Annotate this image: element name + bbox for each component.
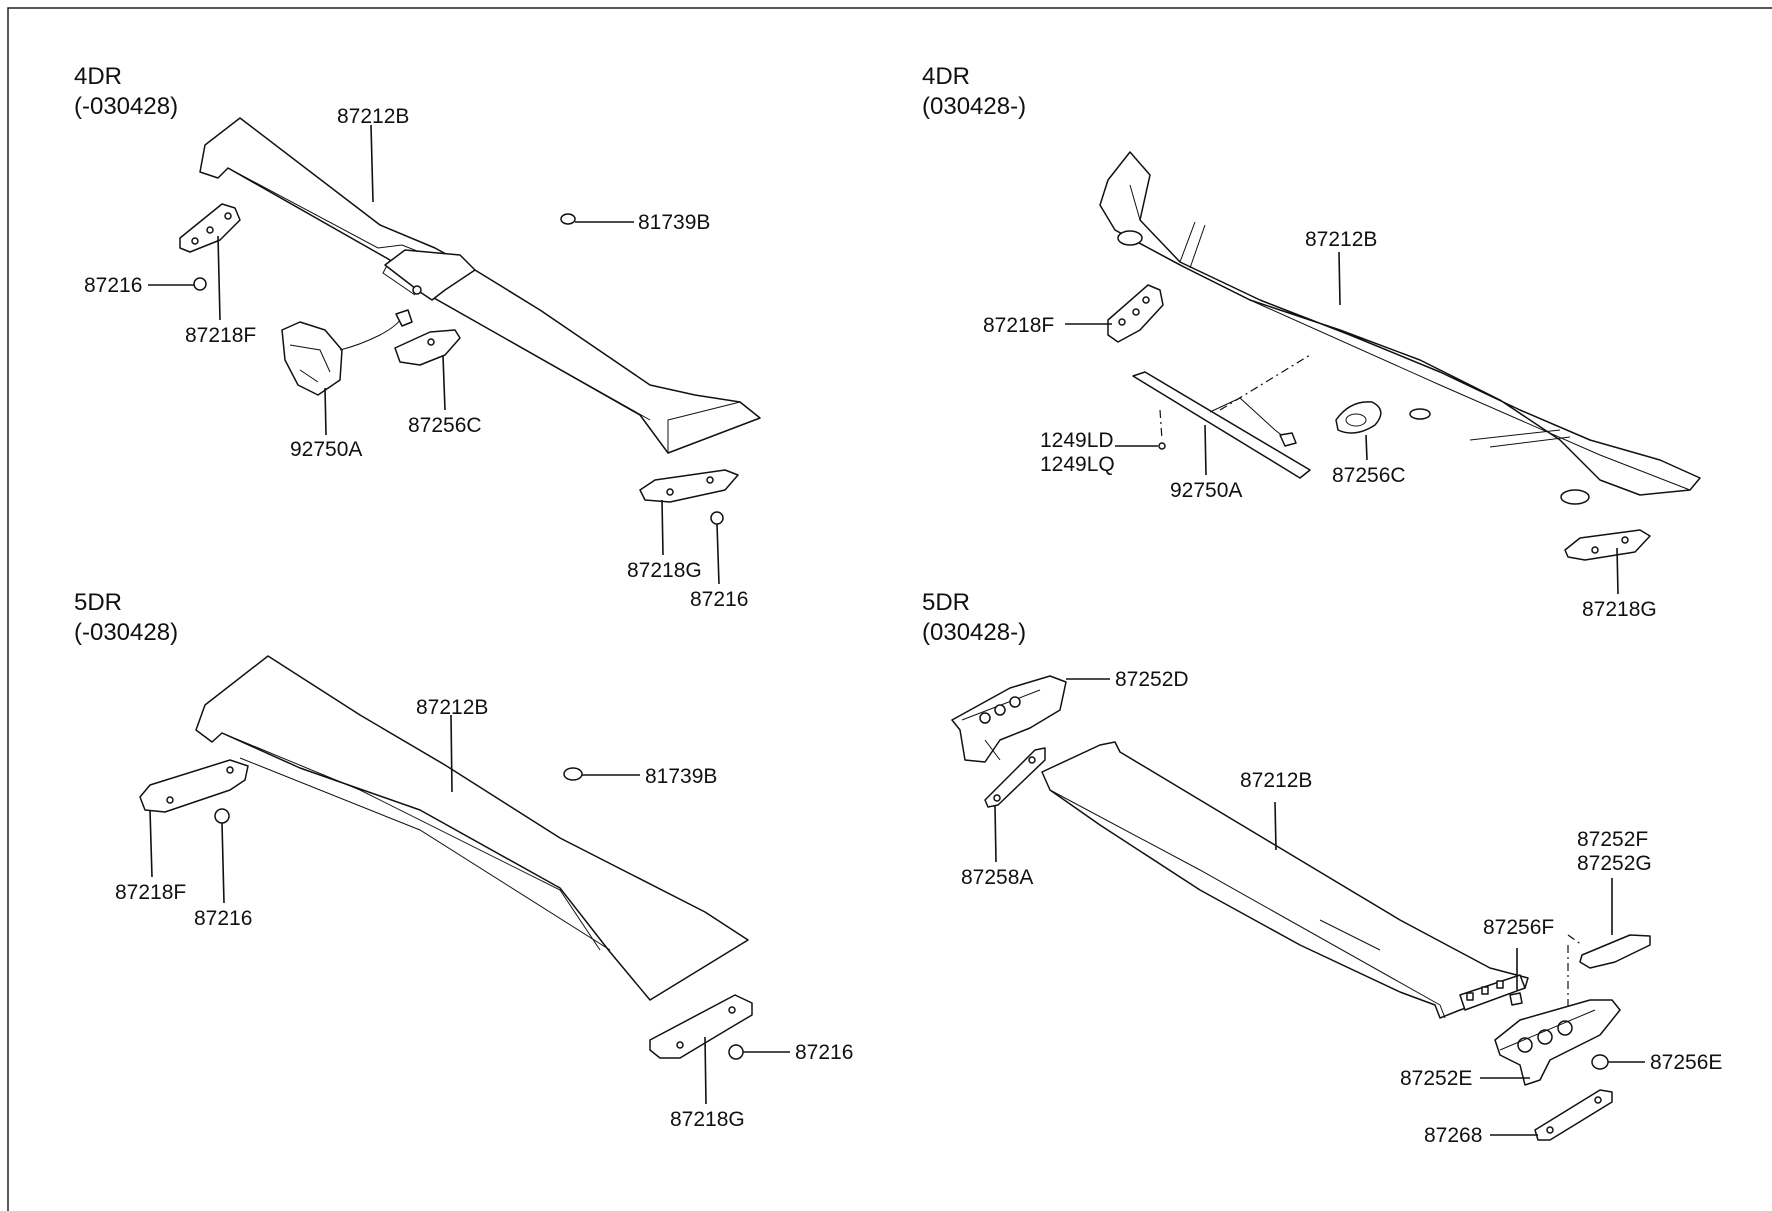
label-nut-left: 87216: [194, 907, 252, 930]
label-nut-right: 87216: [690, 588, 748, 611]
label-bracket-right: 87218G: [1582, 598, 1657, 621]
label-bracket-right: 87218G: [670, 1108, 745, 1131]
panel-5dr-early: 5DR (-030428) 87212B 81739B 87218F 87216…: [74, 589, 853, 1131]
label-spoiler: 87212B: [337, 105, 409, 128]
bracket-87218G: [1564, 529, 1651, 561]
grommet-87256E: [1591, 1054, 1609, 1070]
nut-87216-right: [728, 1044, 744, 1060]
clip-87256F: [1509, 992, 1523, 1006]
nut-87216-right: [710, 511, 724, 525]
label-screw-a: 1249LD: [1040, 429, 1114, 452]
label-spoiler: 87212B: [1240, 769, 1312, 792]
label-bracket-left: 87218F: [115, 881, 186, 904]
label-lamp: 92750A: [1170, 479, 1242, 502]
label-cap: 81739B: [638, 211, 710, 234]
nut-87216-left: [214, 808, 230, 824]
end-cap-87252E: [1494, 999, 1621, 1086]
panel-subtitle: (030428-): [922, 93, 1026, 120]
label-pad: 87256C: [1332, 464, 1406, 487]
panel-subtitle: (-030428): [74, 93, 178, 120]
nut-87216-left: [193, 277, 207, 291]
plate-87268: [1534, 1089, 1613, 1141]
label-end-cap-right-a: 87252F: [1577, 828, 1648, 851]
label-cap: 81739B: [645, 765, 717, 788]
end-cap-87252F: [1579, 934, 1651, 969]
panel-5dr-late: 5DR (030428-) 87252D 87258A 87212B: [922, 589, 1722, 1147]
label-nut-left: 87216: [84, 274, 142, 297]
diagram-border: [7, 7, 1772, 1211]
panel-title: 5DR: [74, 589, 122, 616]
bracket-87218G: [639, 469, 739, 503]
label-end-cap-right-b: 87252G: [1577, 852, 1652, 875]
panel-title: 5DR: [922, 589, 970, 616]
label-spoiler: 87212B: [416, 696, 488, 719]
panel-title: 4DR: [922, 63, 970, 90]
label-nut-right: 87216: [795, 1041, 853, 1064]
spoiler-87212B-late-5dr: [1041, 741, 1529, 1019]
panel-4dr-early: 4DR (-030428) 81739B 87212B 87218F 87216: [74, 63, 761, 611]
label-end-cap-left: 87252D: [1115, 668, 1189, 691]
label-grommet: 87256E: [1650, 1051, 1722, 1074]
label-bracket-left: 87218F: [185, 324, 256, 347]
end-cap-87252D: [951, 675, 1067, 763]
panel-title: 4DR: [74, 63, 122, 90]
pad-87256C: [394, 329, 461, 366]
label-lamp: 92750A: [290, 438, 362, 461]
label-plate-right: 87268: [1424, 1124, 1482, 1147]
label-bracket-left: 87218F: [983, 314, 1054, 337]
spoiler-87212B-early-4dr: [199, 117, 761, 454]
lamp-92750A: [1132, 354, 1311, 479]
panel-4dr-late: 4DR (030428-) 87212B 87218F: [922, 63, 1701, 621]
label-pad: 87256C: [408, 414, 482, 437]
pad-87256C: [1335, 401, 1382, 434]
panel-subtitle: (-030428): [74, 619, 178, 646]
cap-81739B: [560, 213, 576, 225]
cap-81739B: [563, 767, 583, 781]
label-clip: 87256F: [1483, 916, 1554, 939]
label-spoiler: 87212B: [1305, 228, 1377, 251]
label-screw-b: 1249LQ: [1040, 453, 1115, 476]
panel-subtitle: (030428-): [922, 619, 1026, 646]
label-end-cap-right: 87252E: [1400, 1067, 1472, 1090]
label-plate-left: 87258A: [961, 866, 1033, 889]
spoiler-87212B-late-4dr: [1099, 151, 1701, 505]
label-bracket-right: 87218G: [627, 559, 702, 582]
lamp-92750A: [281, 309, 413, 396]
spoiler-87212B-early-5dr: [195, 655, 749, 1001]
bracket-87218G: [649, 994, 753, 1059]
screw-1249LD: [1158, 442, 1166, 450]
